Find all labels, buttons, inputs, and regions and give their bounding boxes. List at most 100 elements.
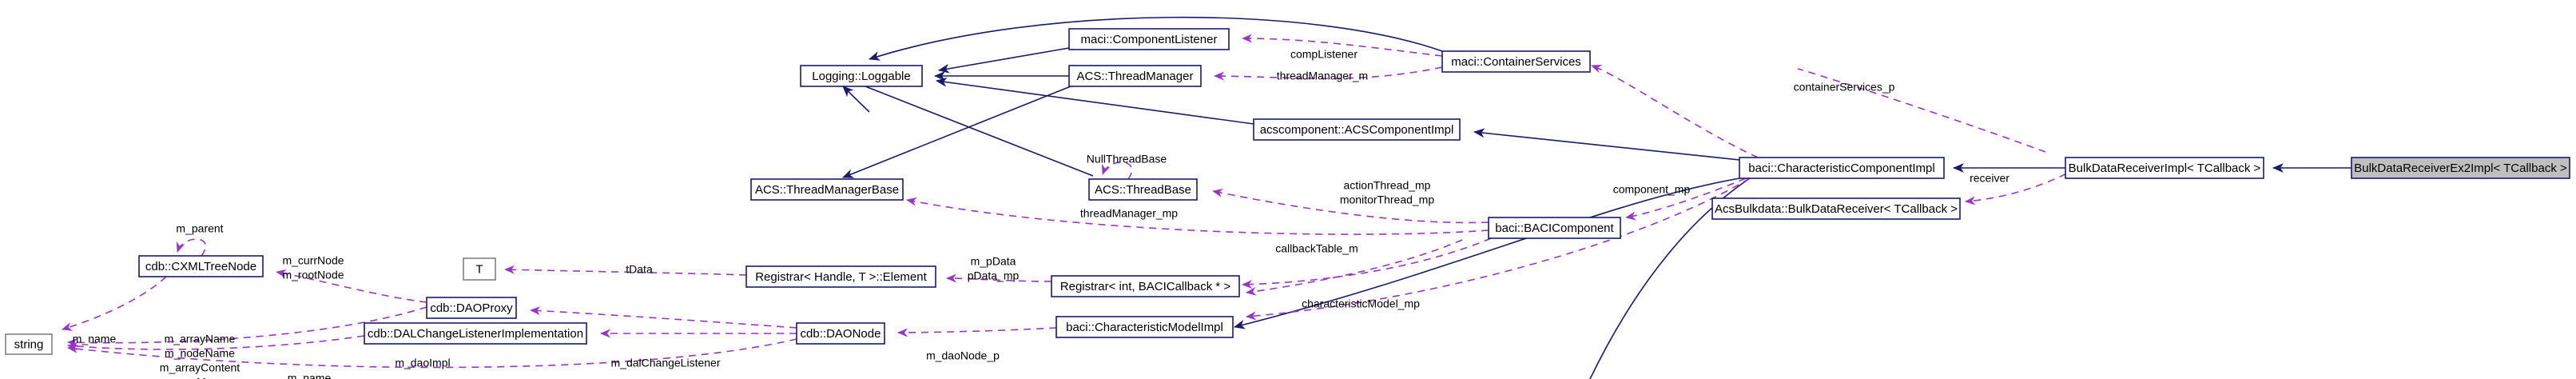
edge-label-m_name_bottom: m_name <box>288 372 332 379</box>
node-label-acsBulkRecv: AcsBulkdata::BulkDataReceiver< TCallback… <box>1715 202 1958 216</box>
edge-label-m_arrayName: m_arrayName <box>165 333 236 345</box>
edge-label-compListener: compListener <box>1290 48 1358 61</box>
edge-label-m_dalChangeListener: m_dalChangeListener <box>611 357 721 369</box>
node-box-bulkRecvImpl[interactable] <box>2065 157 2264 179</box>
node-box-containerServices[interactable] <box>1441 50 1591 73</box>
node-label-threadBase: ACS::ThreadBase <box>1095 183 1191 197</box>
node-label-registrarElement: Registrar< Handle, T >::Element <box>755 270 927 284</box>
node-acsBulkRecv[interactable]: AcsBulkdata::BulkDataReceiver< TCallback… <box>1711 197 1961 220</box>
node-box-acsComponentImpl[interactable] <box>1253 118 1461 141</box>
node-charComponentImpl[interactable]: baci::CharacteristicComponentImpl <box>1739 157 1945 179</box>
edge-label-callbackTable_m: callbackTable_m <box>1275 242 1358 255</box>
edge-charcomponentimpl-acscomponentimpl <box>1473 128 1740 161</box>
node-box-daoNode[interactable] <box>796 322 885 345</box>
node-box-acsBulkRecv[interactable] <box>1711 197 1961 220</box>
edge-usage-tdata <box>504 265 747 276</box>
edge-usage-m-parent <box>176 238 207 257</box>
node-threadBase[interactable]: ACS::ThreadBase <box>1088 178 1198 201</box>
node-label-cxmlTreeNode: cdb::CXMLTreeNode <box>145 260 256 273</box>
edge-label-m_currNode: m_currNode <box>282 254 344 267</box>
edge-loggable-threadbase <box>865 86 1094 177</box>
edge-label-pData_mp: pData_mp <box>968 269 1020 282</box>
edge-charmodelimpl-charcomponentimpl <box>1234 178 1740 329</box>
node-box-threadManagerBase[interactable] <box>750 178 904 201</box>
edge-componentlistener-loggable <box>938 47 1070 74</box>
edge-label-m_rootNode: m_rootNode <box>282 269 344 281</box>
node-label-charModelImpl: baci::CharacteristicModelImpl <box>1066 321 1223 334</box>
node-box-threadManager[interactable] <box>1068 65 1202 87</box>
edge-usage-currnode-rootnode <box>276 269 427 303</box>
node-daoProxy[interactable]: cdb::DAOProxy <box>426 297 517 319</box>
edge-usage-threadmanager-m <box>1214 66 1443 81</box>
node-box-baciComponent[interactable] <box>1488 217 1621 239</box>
node-daoNode[interactable]: cdb::DAONode <box>796 322 885 345</box>
node-acsComponentImpl[interactable]: acscomponent::ACSComponentImpl <box>1253 118 1461 141</box>
edge-containerservices-loggable <box>869 16 1443 61</box>
node-box-tparam[interactable] <box>463 257 496 281</box>
edge-label-nullThreadBase: NullThreadBase <box>1087 153 1167 166</box>
inheritance-edges <box>842 16 2351 379</box>
node-label-dalChangeListener: cdb::DALChangeListenerImplementation <box>368 327 583 341</box>
node-box-charComponentImpl[interactable] <box>1739 157 1945 179</box>
edge-label-component_mp: component_mp <box>1613 183 1691 196</box>
edge-usage-m-name-mid <box>67 306 427 347</box>
node-loggable[interactable]: Logging::Loggable <box>800 65 923 87</box>
node-registrarBaci[interactable]: Registrar< int, BACICallback * > <box>1051 275 1240 297</box>
edge-threadmanager-threadmanagerbase <box>842 86 1071 178</box>
node-label-loggable: Logging::Loggable <box>812 70 910 83</box>
node-containerServices[interactable]: maci::ContainerServices <box>1441 50 1591 73</box>
edge-loggable-down-stub <box>842 86 870 113</box>
node-componentListener[interactable]: maci::ComponentListener <box>1068 28 1230 50</box>
node-label-stringNode: string <box>14 337 44 351</box>
node-box-stringNode[interactable] <box>5 333 53 355</box>
edge-usage-nullthreadbase <box>1101 162 1133 180</box>
node-box-registrarBaci[interactable] <box>1051 275 1240 297</box>
diagram-nodes: maci::ComponentListenermaci::ContainerSe… <box>5 28 2570 355</box>
node-threadManagerBase[interactable]: ACS::ThreadManagerBase <box>750 178 904 201</box>
edge-acscomponentimpl-loggable <box>936 77 1254 125</box>
node-label-tparam: T <box>475 262 483 276</box>
edge-label-containerServices_p: containerServices_p <box>1794 81 1895 94</box>
edge-label-tData: tData <box>626 263 653 276</box>
edge-usage-dalchange-string <box>67 335 365 351</box>
node-label-daoProxy: cdb::DAOProxy <box>430 301 513 315</box>
edge-usage-containerservices-p <box>1591 64 1759 158</box>
node-box-daoProxy[interactable] <box>426 297 517 319</box>
node-baciComponent[interactable]: baci::BACIComponent <box>1488 217 1621 239</box>
edge-label-receiver: receiver <box>1970 172 2010 185</box>
node-bulkRecvImpl[interactable]: BulkDataReceiverImpl< TCallback > <box>2065 157 2264 179</box>
node-box-threadBase[interactable] <box>1088 178 1198 201</box>
usage-edges <box>62 34 2078 369</box>
node-registrarElement[interactable]: Registrar< Handle, T >::Element <box>745 265 936 288</box>
node-label-acsComponentImpl: acscomponent::ACSComponentImpl <box>1260 123 1454 137</box>
node-box-loggable[interactable] <box>800 65 923 87</box>
node-box-bulkRecvEx2Impl[interactable] <box>2351 157 2570 179</box>
edge-label-m_parent: m_parent <box>176 222 223 235</box>
edge-label-m_pData: m_pData <box>971 255 1016 268</box>
diagram-edge-labels: compListenerthreadManager_mcontainerServ… <box>73 48 2010 379</box>
node-box-dalChangeListener[interactable] <box>364 322 587 345</box>
node-label-charComponentImpl: baci::CharacteristicComponentImpl <box>1748 162 1934 175</box>
node-charModelImpl[interactable]: baci::CharacteristicModelImpl <box>1055 316 1234 338</box>
node-box-cxmlTreeNode[interactable] <box>138 255 264 277</box>
node-box-componentListener[interactable] <box>1068 28 1230 50</box>
node-dalChangeListener[interactable]: cdb::DALChangeListenerImplementation <box>364 322 587 345</box>
node-label-threadManagerBase: ACS::ThreadManagerBase <box>755 183 899 197</box>
node-tparam[interactable]: T <box>463 257 496 281</box>
edge-usage-m-name-top <box>62 276 167 331</box>
node-bulkRecvEx2Impl[interactable]: BulkDataReceiverEx2Impl< TCallback > <box>2351 157 2570 179</box>
node-box-registrarElement[interactable] <box>745 265 936 288</box>
edge-label-m_name_top: m_name <box>73 333 117 345</box>
node-label-containerServices: maci::ContainerServices <box>1451 55 1581 69</box>
node-threadManager[interactable]: ACS::ThreadManager <box>1068 65 1202 87</box>
node-label-bulkRecvImpl: BulkDataReceiverImpl< TCallback > <box>2069 162 2261 175</box>
edge-label-monitorThread_mp: monitorThread_mp <box>1340 193 1434 206</box>
node-stringNode[interactable]: string <box>5 333 53 355</box>
node-cxmlTreeNode[interactable]: cdb::CXMLTreeNode <box>138 255 264 277</box>
edge-usage-threadmanager-mp <box>906 197 1489 235</box>
node-box-charModelImpl[interactable] <box>1055 316 1234 338</box>
node-label-threadManager: ACS::ThreadManager <box>1077 70 1194 83</box>
edge-label-m_daoImpl: m_daoImpl <box>395 357 450 369</box>
